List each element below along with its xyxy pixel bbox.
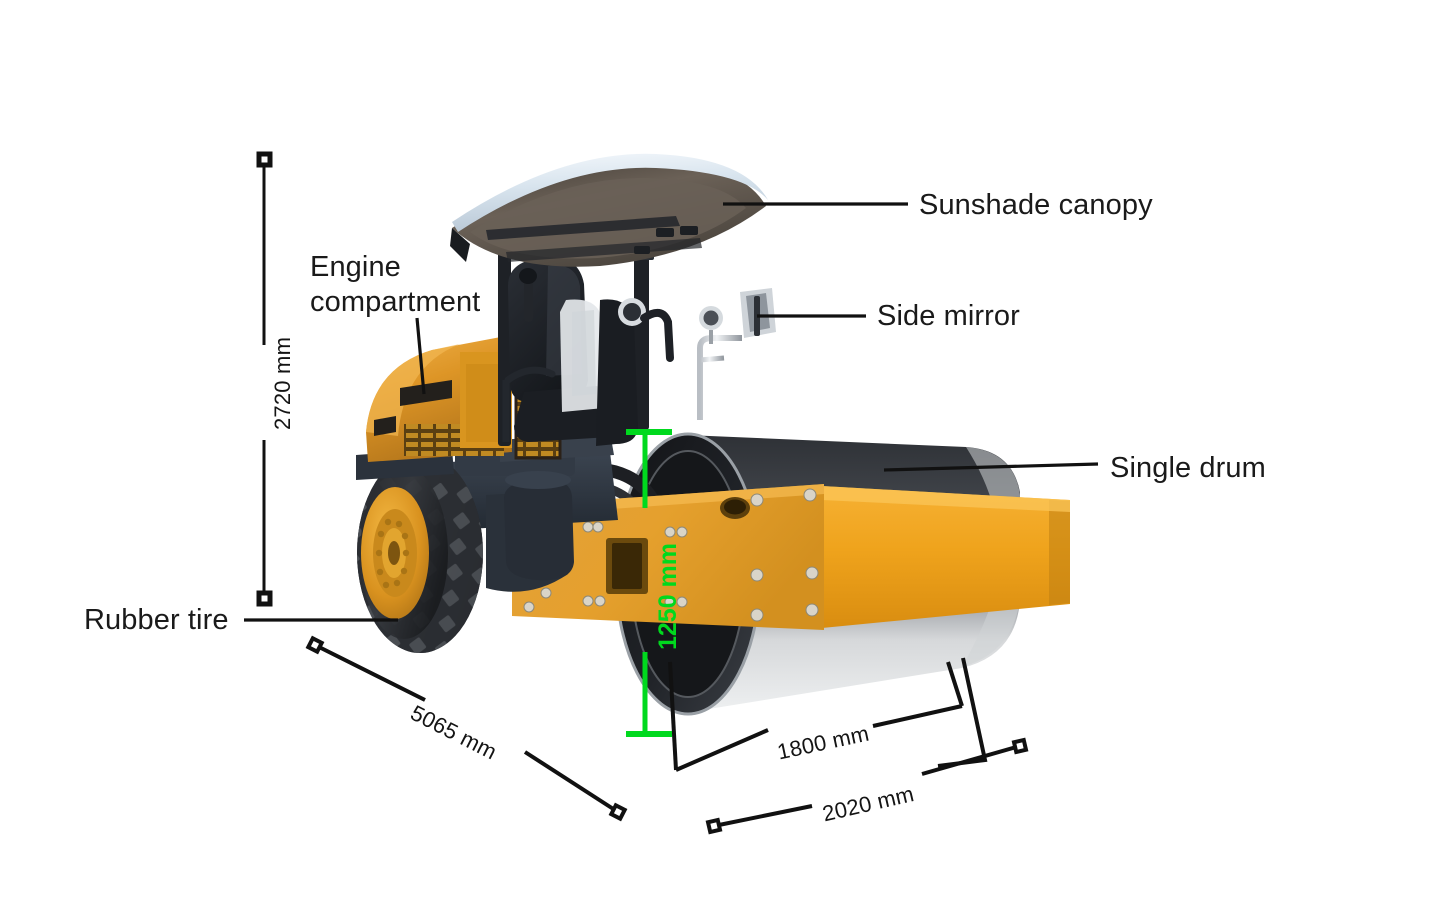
callout-label-engine-compartment-line1: Engine — [310, 251, 401, 283]
leader-single-drum — [883, 462, 1099, 472]
engine-compartment-body — [366, 336, 562, 462]
operator-station — [494, 236, 674, 446]
chassis — [450, 432, 618, 592]
callout-label-rubber-tire: Rubber tire — [84, 604, 229, 636]
dimension-label-1250: 1250 mm — [654, 542, 682, 650]
dimension-label-5065: 5065 mm — [406, 700, 501, 765]
sunshade-canopy-body — [450, 153, 768, 267]
callout-label-sunshade-canopy: Sunshade canopy — [919, 189, 1153, 221]
callout-label-engine-compartment-line2: compartment — [310, 286, 481, 318]
side-mirror-body — [697, 288, 776, 420]
dimension-label-2020: 2020 mm — [820, 781, 917, 827]
dimension-label-1800: 1800 mm — [775, 720, 872, 765]
leader-engine-compartment — [415, 317, 426, 395]
dimension-overall-width-2020 — [705, 737, 1029, 835]
callout-label-side-mirror: Side mirror — [877, 300, 1020, 332]
callout-label-single-drum: Single drum — [1110, 452, 1266, 484]
dimension-label-2720: 2720 mm — [270, 336, 295, 430]
drum-scraper — [512, 484, 1070, 630]
rubber-tire-wheel — [356, 448, 483, 653]
